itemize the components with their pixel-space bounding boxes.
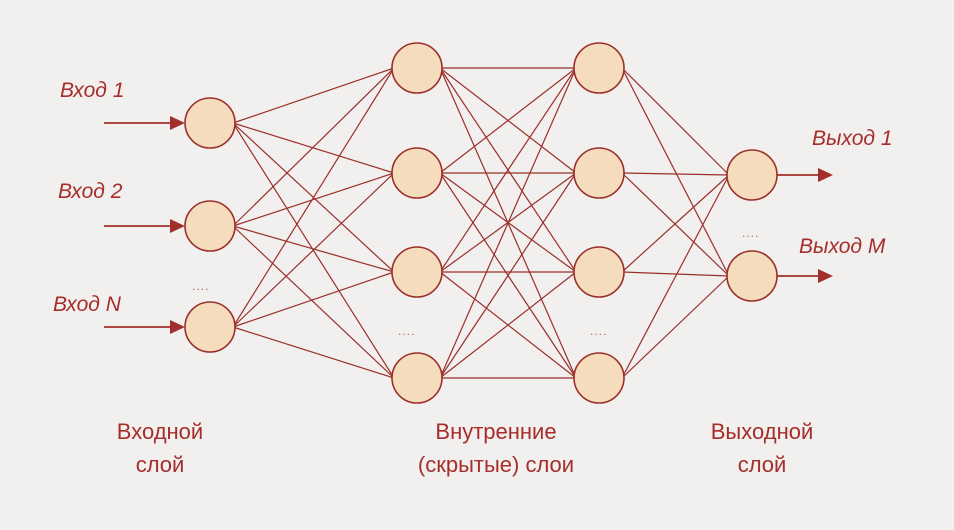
input-label-n: Вход N xyxy=(53,293,122,316)
edge-input-3-to-hidden-1-1 xyxy=(232,67,395,328)
input-layer-label-line-1: Входной xyxy=(117,419,203,444)
neuron-output-1 xyxy=(726,149,778,201)
ellipsis-markers: .... .... .... .... xyxy=(192,226,759,338)
edge-input-1-to-hidden-1-1 xyxy=(232,67,395,124)
input-labels: Вход 1 Вход 2 Вход N xyxy=(53,79,124,316)
neuron-hidden-2-4 xyxy=(573,352,625,404)
edge-hidden-2-4-to-output-2 xyxy=(621,275,730,379)
edge-hidden-1-3-to-hidden-2-1 xyxy=(439,67,577,273)
edge-input-3-to-hidden-1-2 xyxy=(232,172,395,328)
neuron-hidden-1-4 xyxy=(391,352,443,404)
edge-input-1-to-hidden-1-2 xyxy=(232,122,395,174)
neuron-input-3 xyxy=(184,301,236,353)
layer-captions: Входной слой Внутренние (скрытые) слои В… xyxy=(117,419,813,477)
hidden-layer-label-line-2: (скрытые) слои xyxy=(418,452,574,477)
edge-input-3-to-hidden-1-4 xyxy=(232,326,395,379)
edge-input-2-to-hidden-1-2 xyxy=(232,172,395,227)
edge-hidden-2-4-to-output-1 xyxy=(621,174,730,379)
input-label-2: Вход 2 xyxy=(58,180,123,203)
edge-hidden-1-4-to-hidden-2-2 xyxy=(439,172,577,379)
edge-input-2-to-hidden-1-1 xyxy=(232,67,395,227)
neuron-input-2 xyxy=(184,200,236,252)
hidden-layer-label-line-1: Внутренние xyxy=(435,419,556,444)
input-arrows xyxy=(104,116,185,334)
output-arrows xyxy=(777,168,833,283)
input-label-1: Вход 1 xyxy=(60,79,124,102)
neuron-input-1 xyxy=(184,97,236,149)
output-layer-label-line-1: Выходной xyxy=(711,419,814,444)
output-arrow-head-1 xyxy=(818,168,833,182)
ellipsis-hidden-1: .... xyxy=(398,324,415,338)
output-labels: Выход 1 Выход M xyxy=(799,127,893,258)
neuron-hidden-1-3 xyxy=(391,246,443,298)
neuron-hidden-2-2 xyxy=(573,147,625,199)
connection-edges xyxy=(232,67,730,379)
edge-input-2-to-hidden-1-4 xyxy=(232,225,395,379)
edge-hidden-2-3-to-output-2 xyxy=(621,271,730,277)
edge-hidden-2-1-to-output-1 xyxy=(621,67,730,176)
input-arrow-head-2 xyxy=(170,219,185,233)
output-arrow-head-m xyxy=(818,269,833,283)
ellipsis-input: .... xyxy=(192,279,209,293)
neurons xyxy=(184,42,778,404)
edge-input-3-to-hidden-1-3 xyxy=(232,271,395,328)
edge-hidden-2-1-to-output-2 xyxy=(621,67,730,277)
neuron-hidden-1-1 xyxy=(391,42,443,94)
edge-hidden-2-2-to-output-1 xyxy=(621,172,730,176)
edge-hidden-1-4-to-hidden-2-3 xyxy=(439,271,577,379)
input-arrow-head-1 xyxy=(170,116,185,130)
edge-hidden-2-2-to-output-2 xyxy=(621,172,730,277)
ellipsis-hidden-2: .... xyxy=(590,324,607,338)
output-label-1: Выход 1 xyxy=(812,127,893,150)
neuron-hidden-1-2 xyxy=(391,147,443,199)
edge-hidden-1-4-to-hidden-2-1 xyxy=(439,67,577,379)
edge-hidden-2-3-to-output-1 xyxy=(621,174,730,273)
edge-input-2-to-hidden-1-3 xyxy=(232,225,395,273)
neuron-hidden-2-1 xyxy=(573,42,625,94)
ellipsis-output: .... xyxy=(742,226,759,240)
input-arrow-head-n xyxy=(170,320,185,334)
input-layer-label-line-2: слой xyxy=(136,452,185,477)
edge-hidden-1-2-to-hidden-2-1 xyxy=(439,67,577,174)
neuron-hidden-2-3 xyxy=(573,246,625,298)
output-label-m: Выход M xyxy=(799,235,886,258)
output-layer-label-line-2: слой xyxy=(738,452,787,477)
neuron-output-2 xyxy=(726,250,778,302)
